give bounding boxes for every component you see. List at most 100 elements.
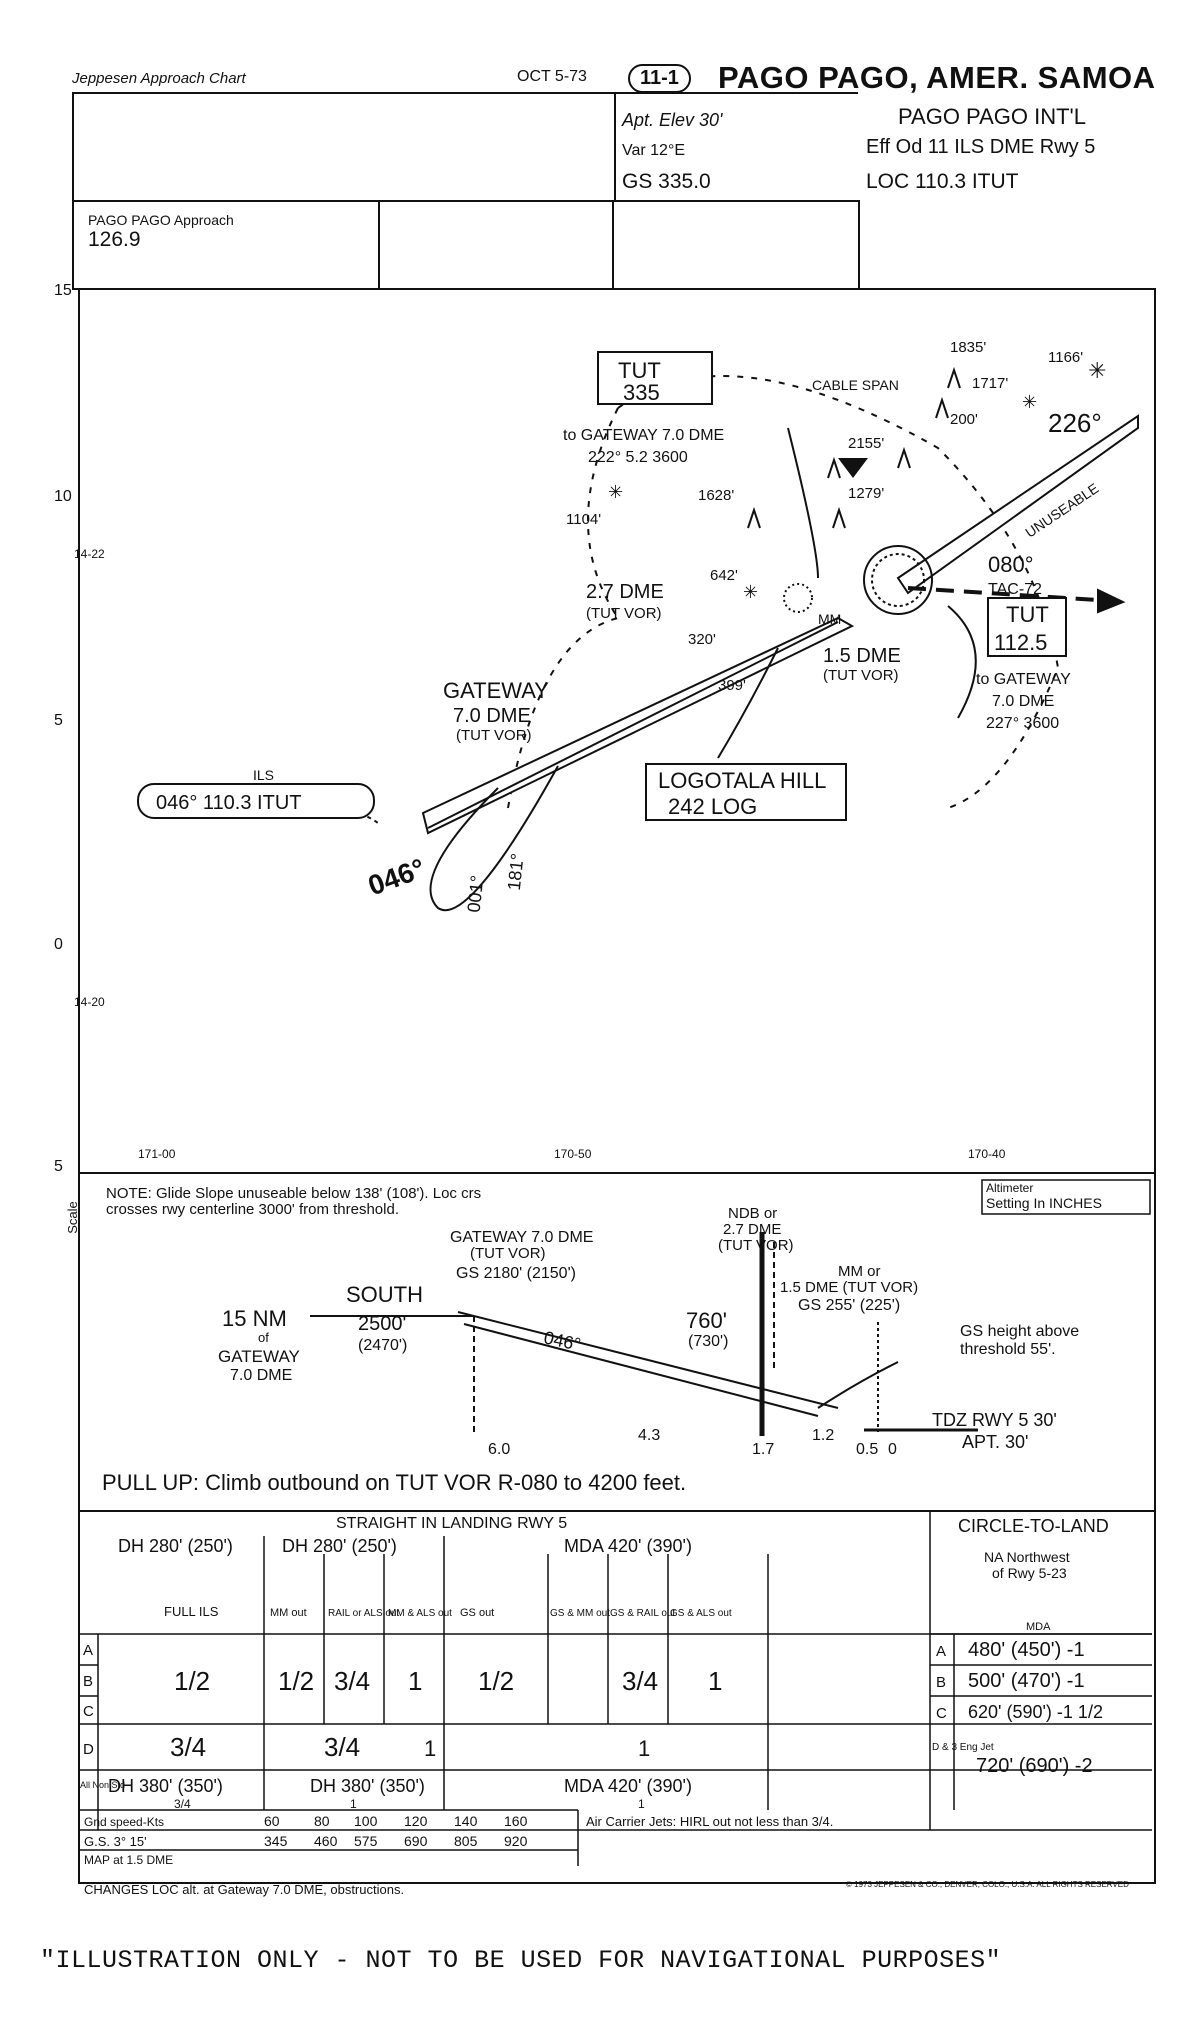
gs-height-1: GS height above [960,1323,1079,1340]
ils-label: ILS [253,767,274,783]
dh-380-b: DH 380' (350') [310,1776,425,1796]
vor-freq: 112.5 [994,630,1047,655]
radial-080-label: 080° [988,552,1034,577]
gateway-a: GATEWAY [218,1347,300,1366]
col-gs-mm-out: GS & MM out [550,1608,610,1619]
dme-15: 1.5 DME [823,645,901,667]
gateway-fix-2: (TUT VOR) [470,1245,546,1262]
elev-1279: 1279' [848,485,884,502]
ctl-c-value: 620' (590') -1 1/2 [968,1702,1103,1722]
to-gateway-2b: 7.0 DME [992,693,1054,710]
header-comm-box [72,92,616,202]
altimeter-box [981,1179,1151,1215]
vis-d-gs: 1 [638,1736,650,1761]
vis-gs-mm-out: 3/4 [622,1666,658,1696]
lit-obstacle-icon: ✳ [1088,358,1106,383]
longitude-label: 171-00 [138,1147,176,1161]
dist-60: 6.0 [488,1441,510,1458]
course-181: 181° [504,852,528,891]
vis-full-ils: 1/2 [174,1666,210,1696]
tut-vor-3: (TUT VOR) [456,727,532,744]
elev-1717: 1717' [972,375,1008,392]
dme-arc [587,407,619,619]
alt-730: (730') [688,1333,728,1350]
dh-1: DH 280' (250') [118,1536,233,1556]
profile-view: Altimeter Setting In INCHES NOTE: Glide … [102,1179,1151,1495]
elev-1628: 1628' [698,487,734,504]
gs-690: 690 [404,1833,428,1849]
vis-all-2: 1 [350,1797,357,1811]
obstacle-icon [827,456,841,479]
obstacle-icon [832,506,846,529]
gs-345: 345 [264,1833,288,1849]
logotala-box [645,763,847,821]
mm-fix-3: GS 255' (225') [798,1297,900,1314]
vis-gs-out: 1/2 [478,1666,514,1696]
dist-43: 4.3 [638,1427,660,1444]
cat-d: D [83,1741,94,1758]
ils-box [137,783,375,819]
dist-17: 1.7 [752,1441,774,1458]
logotala-name: LOGOTALA HILL [658,768,826,793]
ndb-2: 2.7 DME [723,1221,781,1238]
longitude-label: 170-40 [968,1147,1006,1161]
vis-mm-out: 1/2 [278,1666,314,1696]
scale-tick: 15 [54,282,72,299]
col-mm-out: MM out [270,1607,307,1619]
freq-divider [612,200,614,288]
scale-tick: 0 [54,936,63,953]
mm-label: MM [818,611,841,627]
scale-tick: 5 [54,712,63,729]
approach-control-label: PAGO PAGO Approach [88,212,234,228]
latitude-label: 14-20 [74,995,105,1009]
to-gateway-2c: 227° 3600 [986,715,1059,732]
glideslope-freq: GS 335.0 [622,170,711,193]
gateway-label: GATEWAY [443,678,549,703]
col-gs-als-out: GS & ALS out [670,1608,732,1619]
localizer-freq: LOC 110.3 ITUT [866,170,1019,193]
ndb-1: NDB or [728,1205,777,1222]
dist-12: 1.2 [812,1427,834,1444]
tut-vor-2: (TUT VOR) [823,667,899,684]
ctl-b-value: 500' (470') -1 [968,1670,1085,1692]
publisher-label: Jeppesen Approach Chart [72,70,246,87]
all-nonstd-label: All Non Std [80,1780,125,1790]
logotala-freq: 242 LOG [668,794,757,819]
logotala-leader [717,647,779,759]
tut-ndb-name: TUT [618,358,661,383]
mda-1: MDA 420' (390') [564,1536,692,1556]
minimums-frame [78,1510,1156,1884]
vis-d-full: 3/4 [170,1732,206,1762]
south-label: SOUTH [346,1282,423,1307]
course-046: 046° [364,852,429,901]
speed-60: 60 [264,1813,280,1829]
longitude-label: 170-50 [554,1147,592,1161]
gateway-b: 7.0 DME [230,1367,292,1384]
ground-speed-label: Gnd speed-Kts [84,1815,164,1829]
vis-all-3: 1 [638,1797,645,1811]
mda-label: MDA [1026,1621,1051,1633]
elev-1104: 1104' [566,511,601,528]
altimeter-2: Setting In INCHES [986,1195,1102,1211]
disclaimer: "ILLUSTRATION ONLY - NOT TO BE USED FOR … [40,1946,1002,1975]
vor-rose [863,545,933,615]
nm15: 15 NM [222,1306,287,1331]
elev-200: 200' [950,411,978,428]
airport-name: PAGO PAGO INT'L [898,104,1086,129]
scale-tick: 10 [54,488,72,505]
lead-line [787,427,819,579]
lit-obstacle-icon: ✳ [1022,392,1037,412]
gateway-dme: 7.0 DME [453,705,531,727]
elev-320: 320' [688,631,716,648]
elev-399: 399' [718,677,746,694]
dme-arc [507,617,619,809]
col-rail-out: RAIL or ALS out [328,1608,400,1619]
ctl-d-value: 720' (690') -2 [976,1755,1093,1777]
ctl-d-label: D & 3 Eng Jet [932,1742,994,1753]
back-course-feather [896,414,1139,595]
elev-1835: 1835' [950,339,986,356]
col-gs-out: GS out [460,1607,494,1619]
profile-note-2: crosses rwy centerline 3000' from thresh… [106,1201,399,1218]
approach-control-freq: 126.9 [88,228,141,251]
copyright: © 1973 JEPPESEN & CO., DENVER, COLO., U.… [846,1880,1129,1889]
